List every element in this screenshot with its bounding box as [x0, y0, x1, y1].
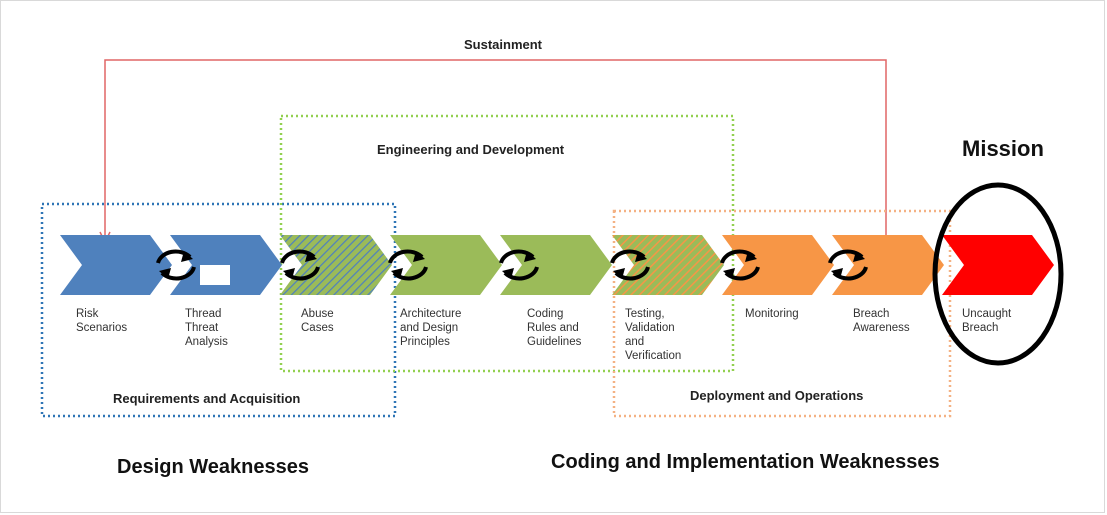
cycle-arrows-icon: [720, 249, 760, 281]
deployment-title: Deployment and Operations: [690, 388, 864, 403]
step-line: Scenarios: [76, 322, 128, 334]
sustainment-label: Sustainment: [464, 37, 543, 52]
step-line: Cases: [301, 322, 334, 334]
step-line: Risk: [76, 308, 99, 320]
chevron-abuse-cases: [280, 235, 392, 295]
chevron-testing: [612, 235, 724, 295]
mission-circle: [932, 182, 1064, 366]
chevron-architecture: [390, 235, 502, 295]
requirements-title: Requirements and Acquisition: [113, 391, 301, 406]
design-weaknesses-title: Design Weaknesses: [117, 456, 309, 478]
step-line: Guidelines: [527, 336, 582, 348]
cycle-arrows-icon: [280, 249, 320, 281]
step-label-monitoring: Monitoring: [745, 307, 799, 321]
step-line: Architecture: [400, 308, 462, 320]
cycle-arrows-icon: [828, 249, 868, 281]
step-line: Abuse: [301, 308, 334, 320]
engineering-box: [279, 114, 735, 373]
cycle-arrows-icon: [610, 249, 650, 281]
step-line: Threat: [185, 322, 219, 334]
cycle-arrows-icon: [499, 249, 539, 281]
step-line: Testing,: [625, 308, 665, 320]
step-label-uncaught-breach: Uncaught Breach: [962, 307, 1011, 335]
step-line: Verification: [625, 350, 682, 362]
step-line: Principles: [400, 336, 450, 348]
chevron-uncaught-breach: [942, 235, 1054, 295]
step-line: Coding: [527, 308, 564, 320]
sustainment-line: [104, 59, 887, 245]
coding-weaknesses-title: Coding and Implementation Weaknesses: [551, 451, 940, 473]
step-line: Uncaught: [962, 308, 1012, 320]
step-line: Breach: [962, 322, 999, 334]
step-label-risk-scenarios: Risk Scenarios: [76, 307, 127, 335]
step-label-breach-awareness: Breach Awareness: [853, 307, 910, 335]
cycle-arrows-icon: [156, 249, 196, 281]
white-notch: [200, 265, 230, 285]
step-label-architecture: Architecture and Design Principles: [400, 307, 461, 349]
step-line: and: [625, 336, 645, 348]
step-line: Awareness: [853, 322, 910, 334]
step-line: and Design: [400, 322, 459, 334]
cycle-arrows-icon: [388, 249, 428, 281]
chevron-breach-awareness: [832, 235, 944, 295]
chevron-monitoring: [722, 235, 834, 295]
step-line: Analysis: [185, 336, 228, 348]
chevron-coding-rules: [500, 235, 612, 295]
step-label-testing: Testing, Validation and Verification: [625, 307, 681, 363]
step-line: Monitoring: [745, 308, 799, 320]
requirements-box: [40, 202, 397, 418]
mission-title: Mission: [962, 136, 1044, 161]
step-line: Rules and: [527, 322, 579, 334]
step-line: Thread: [185, 308, 222, 320]
step-label-threat-analysis: Thread Threat Analysis: [185, 307, 228, 349]
step-label-coding-rules: Coding Rules and Guidelines: [527, 307, 581, 349]
step-label-abuse-cases: Abuse Cases: [301, 307, 334, 335]
engineering-title: Engineering and Development: [377, 142, 565, 157]
step-line: Validation: [625, 322, 675, 334]
chevron-risk-scenarios: [60, 235, 172, 295]
step-line: Breach: [853, 308, 890, 320]
